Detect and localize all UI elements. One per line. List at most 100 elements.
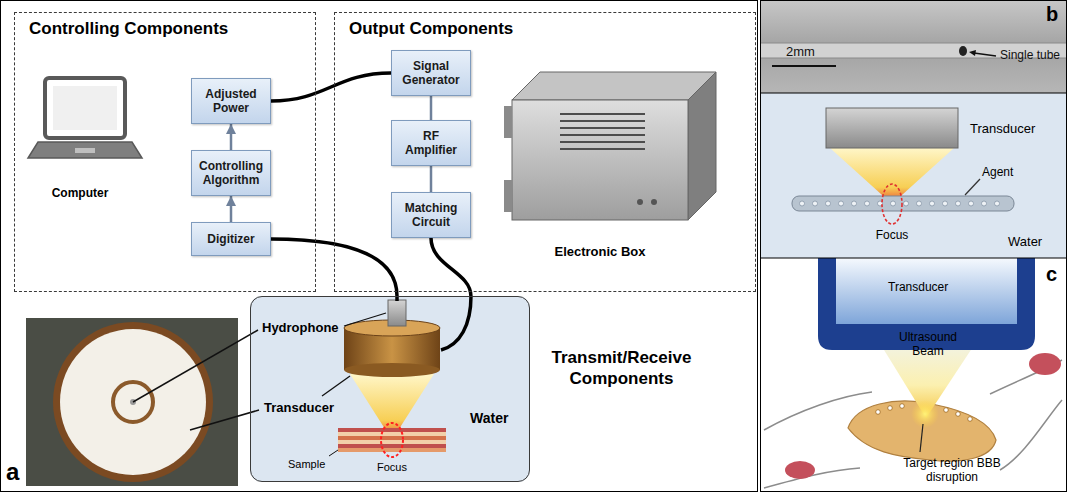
label-holder: 2mm bbox=[786, 44, 815, 60]
animal-panel bbox=[761, 258, 1066, 491]
box-handle bbox=[504, 180, 512, 212]
leader-line bbox=[965, 179, 980, 195]
scale-label: 2mm bbox=[786, 44, 815, 60]
label-holder: Sample bbox=[288, 458, 325, 471]
sample-layer bbox=[338, 432, 446, 436]
label-holder: c bbox=[1046, 262, 1057, 286]
part-label: Sample bbox=[288, 458, 325, 471]
label-holder: a bbox=[6, 458, 19, 487]
label-holder: Transducer bbox=[888, 280, 948, 294]
box-label: RF Amplifier bbox=[397, 129, 465, 158]
bubble bbox=[891, 201, 896, 206]
sample-layer bbox=[338, 444, 446, 448]
water-panel bbox=[761, 93, 1066, 258]
bubble bbox=[930, 201, 935, 206]
agent-bubbles bbox=[800, 201, 1000, 206]
box-label: Adjusted Power bbox=[197, 87, 265, 116]
dot bbox=[956, 412, 961, 417]
dot bbox=[968, 417, 973, 422]
sample-layer bbox=[338, 428, 446, 432]
part-label: Hydrophone bbox=[262, 320, 339, 336]
panel-letter: b bbox=[1046, 2, 1058, 26]
focus-ellipse bbox=[381, 423, 403, 457]
dot bbox=[944, 408, 949, 413]
part-label: Ultrasound Beam bbox=[888, 330, 968, 359]
group-box: Controlling ComponentsAdjusted PowerCont… bbox=[14, 12, 316, 292]
vent bbox=[560, 134, 645, 136]
group-box: Output ComponentsSignal Generator RF Ampl… bbox=[334, 12, 756, 292]
panel-frame bbox=[1, 1, 758, 492]
dot bbox=[876, 410, 881, 415]
sample-layer bbox=[338, 440, 446, 444]
arrowhead bbox=[969, 50, 976, 56]
screen-inner bbox=[53, 86, 117, 130]
bubble bbox=[865, 201, 870, 206]
dot bbox=[900, 404, 905, 409]
tube-shape bbox=[792, 196, 1014, 211]
transducer-bottom bbox=[344, 363, 440, 377]
label-holder: Computer bbox=[35, 186, 125, 200]
dot bbox=[888, 406, 893, 411]
eye bbox=[785, 461, 815, 479]
cable bbox=[441, 296, 471, 350]
tube-edge bbox=[761, 43, 1066, 44]
bubble bbox=[956, 201, 961, 206]
panel-heading: Controlling Components bbox=[15, 13, 315, 39]
box-label: Controlling Algorithm bbox=[197, 159, 265, 188]
label-holder: Transducer bbox=[970, 121, 1035, 137]
vent bbox=[560, 113, 645, 115]
leader-line bbox=[322, 376, 350, 396]
brain-shape bbox=[848, 401, 996, 461]
label-holder: Agent bbox=[982, 165, 1013, 179]
leader-line bbox=[133, 330, 258, 402]
region-label: Target region BBB disruption bbox=[896, 456, 1008, 485]
medium-label: Water bbox=[470, 410, 508, 427]
label-holder: Water bbox=[470, 410, 508, 427]
box-label: Signal Generator bbox=[397, 59, 465, 88]
laptop-screen bbox=[45, 78, 125, 138]
box-label: Matching Circuit bbox=[397, 201, 465, 230]
laptop-base bbox=[28, 142, 142, 158]
process-box: Controlling Algorithm bbox=[191, 150, 271, 196]
part-label: Focus bbox=[372, 461, 412, 474]
bubble bbox=[826, 201, 831, 206]
hydrophone-shape bbox=[388, 300, 406, 326]
box-vents bbox=[560, 114, 645, 149]
leader-line bbox=[329, 450, 338, 456]
bubble bbox=[917, 201, 922, 206]
part-label: Focus bbox=[872, 228, 912, 242]
label-holder: Water bbox=[1008, 234, 1042, 250]
label-holder: Focus bbox=[372, 461, 412, 474]
scale-bar bbox=[772, 65, 836, 67]
panel-heading: Output Components bbox=[335, 13, 755, 39]
part-label: Transducer bbox=[264, 400, 334, 416]
bubble bbox=[800, 201, 805, 206]
sketch-line bbox=[1000, 400, 1062, 470]
micrograph bbox=[761, 1, 1066, 93]
transducer-shape bbox=[826, 108, 958, 148]
knob bbox=[651, 199, 657, 205]
device-label: Electronic Box bbox=[540, 244, 660, 260]
flow-arrow bbox=[230, 196, 233, 222]
process-box: Matching Circuit bbox=[391, 192, 471, 238]
leader-line bbox=[190, 410, 259, 430]
panel-frame bbox=[761, 1, 1067, 492]
flow-arrow bbox=[230, 124, 233, 150]
sample-layer bbox=[338, 436, 446, 440]
bubble bbox=[839, 201, 844, 206]
focal-glow bbox=[911, 400, 939, 428]
label-holder: Single tube bbox=[1000, 48, 1060, 62]
panel-divider bbox=[761, 93, 1066, 94]
process-box: Digitizer bbox=[191, 222, 271, 256]
cable-connector bbox=[431, 238, 471, 296]
medium-label: Water bbox=[1008, 234, 1042, 250]
eye bbox=[1029, 353, 1061, 375]
cable-connector bbox=[271, 73, 391, 101]
process-box: RF Amplifier bbox=[391, 120, 471, 166]
vent bbox=[560, 120, 645, 122]
transducer-photo bbox=[26, 318, 238, 486]
target-dots bbox=[876, 404, 973, 422]
label-holder: b bbox=[1046, 2, 1058, 26]
